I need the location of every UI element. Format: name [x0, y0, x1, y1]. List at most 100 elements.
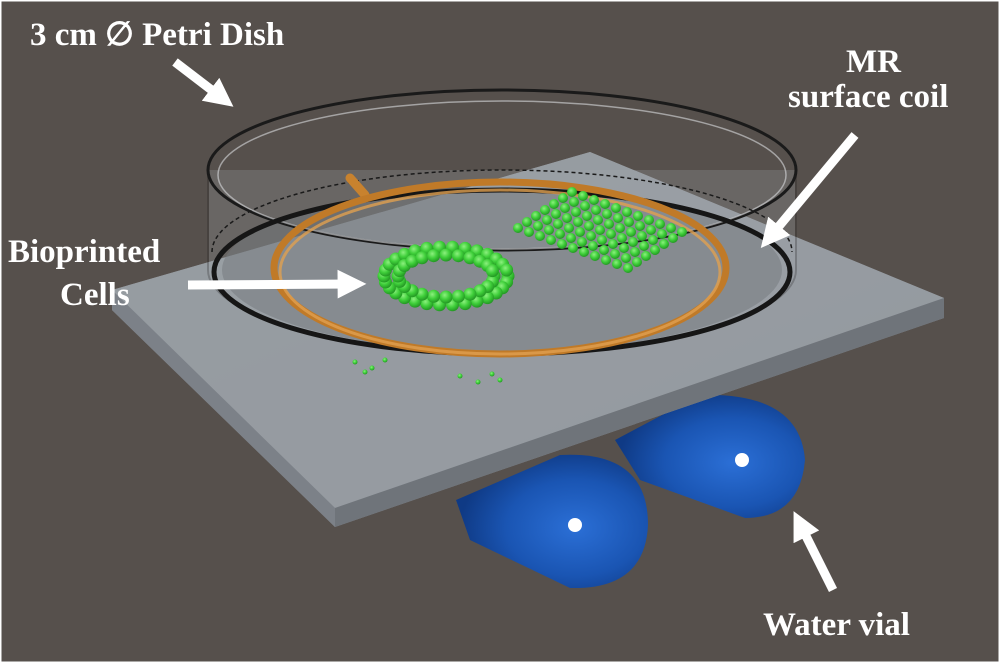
cell-sphere	[522, 217, 532, 227]
cell-sphere	[578, 191, 588, 201]
cell-sphere	[584, 221, 594, 231]
cell-sphere	[573, 217, 583, 227]
cell-sphere	[566, 233, 576, 243]
bioprinted-cells	[352, 187, 687, 385]
cell-sphere	[619, 243, 629, 253]
cell-sphere	[582, 211, 592, 221]
cell-sphere	[562, 213, 572, 223]
cell-sphere	[589, 195, 599, 205]
cell-sphere	[635, 221, 645, 231]
cell-sphere	[657, 229, 667, 239]
cell-sphere	[604, 219, 614, 229]
cell-sphere	[668, 233, 678, 243]
cell-sphere	[553, 219, 563, 229]
cell-sphere	[621, 253, 631, 263]
cell-sphere	[659, 239, 669, 249]
arrows	[172, 58, 859, 593]
label-cells-line2: Cells	[60, 277, 130, 313]
cell-sphere	[575, 227, 585, 237]
cell-sphere	[451, 249, 465, 263]
cell-sphere	[586, 231, 596, 241]
cell-sphere	[577, 237, 587, 247]
cell-sphere	[568, 243, 578, 253]
cell-sphere	[557, 239, 567, 249]
cell-sphere	[590, 251, 600, 261]
cell-sphere	[558, 193, 568, 203]
cell-sphere	[646, 225, 656, 235]
cell-sphere	[489, 371, 495, 377]
cell-sphere	[637, 231, 647, 241]
arrow-coil	[760, 132, 859, 249]
cell-sphere	[595, 225, 605, 235]
cell-sphere	[612, 259, 622, 269]
cell-sphere	[611, 203, 621, 213]
label-petri-dish: 3 cm ∅ Petri Dish	[30, 17, 284, 53]
cell-sphere	[597, 235, 607, 245]
cell-sphere	[655, 219, 665, 229]
cell-sphere	[535, 231, 545, 241]
cell-sphere	[632, 257, 642, 267]
cell-sphere	[475, 379, 481, 385]
label-cells-line1: Bioprinted	[8, 234, 160, 270]
cell-sphere	[610, 249, 620, 259]
cell-sphere	[628, 237, 638, 247]
cell-sphere	[544, 225, 554, 235]
arrow-cells	[187, 269, 367, 299]
cell-sphere	[427, 249, 441, 263]
cell-sphere	[473, 284, 487, 298]
cell-sphere	[641, 251, 651, 261]
cell-sphere	[615, 223, 625, 233]
vial-highlight	[735, 453, 749, 467]
cell-sphere	[602, 209, 612, 219]
water-vial-right	[615, 394, 805, 518]
water-vial-left	[456, 454, 648, 589]
cell-sphere	[524, 227, 534, 237]
label-water-vial: Water vial	[763, 607, 910, 643]
cell-sphere	[571, 207, 581, 217]
cell-sphere	[633, 211, 643, 221]
cell-sphere	[606, 229, 616, 239]
cell-sphere	[564, 223, 574, 233]
cell-sphere	[362, 369, 368, 375]
cell-sphere	[579, 247, 589, 257]
cell-sphere	[415, 251, 429, 265]
cell-sphere	[644, 215, 654, 225]
cell-sphere	[451, 289, 465, 303]
cell-sphere	[639, 241, 649, 251]
cell-sphere	[500, 263, 514, 277]
cell-sphere	[427, 289, 441, 303]
cell-sphere	[463, 287, 477, 301]
cell-sphere	[588, 241, 598, 251]
cell-sphere	[533, 221, 543, 231]
label-coil-line2: surface coil	[788, 79, 948, 115]
cell-sphere	[457, 373, 463, 379]
cell-sphere	[666, 223, 676, 233]
cell-sphere	[555, 229, 565, 239]
vial-highlight	[568, 518, 582, 532]
cell-sphere	[567, 187, 577, 197]
cell-sphere	[540, 205, 550, 215]
cell-sphere	[531, 211, 541, 221]
cell-sphere	[624, 217, 634, 227]
cell-sphere	[630, 247, 640, 257]
cell-sphere	[542, 215, 552, 225]
cell-sphere	[650, 245, 660, 255]
cell-sphere	[593, 215, 603, 225]
cell-sphere	[600, 199, 610, 209]
cell-sphere	[439, 248, 453, 262]
cell-sphere	[622, 207, 632, 217]
cell-sphere	[677, 227, 687, 237]
cell-sphere	[369, 365, 375, 371]
cell-sphere	[623, 263, 633, 273]
cell-sphere	[549, 199, 559, 209]
cell-sphere	[613, 213, 623, 223]
cell-sphere	[415, 287, 429, 301]
cell-sphere	[617, 233, 627, 243]
cell-sphere	[382, 357, 388, 363]
cell-sphere	[439, 290, 453, 304]
cell-sphere	[648, 235, 658, 245]
cell-sphere	[463, 251, 477, 265]
cell-sphere	[513, 223, 523, 233]
arrow-petri	[172, 58, 234, 107]
cell-sphere	[601, 255, 611, 265]
